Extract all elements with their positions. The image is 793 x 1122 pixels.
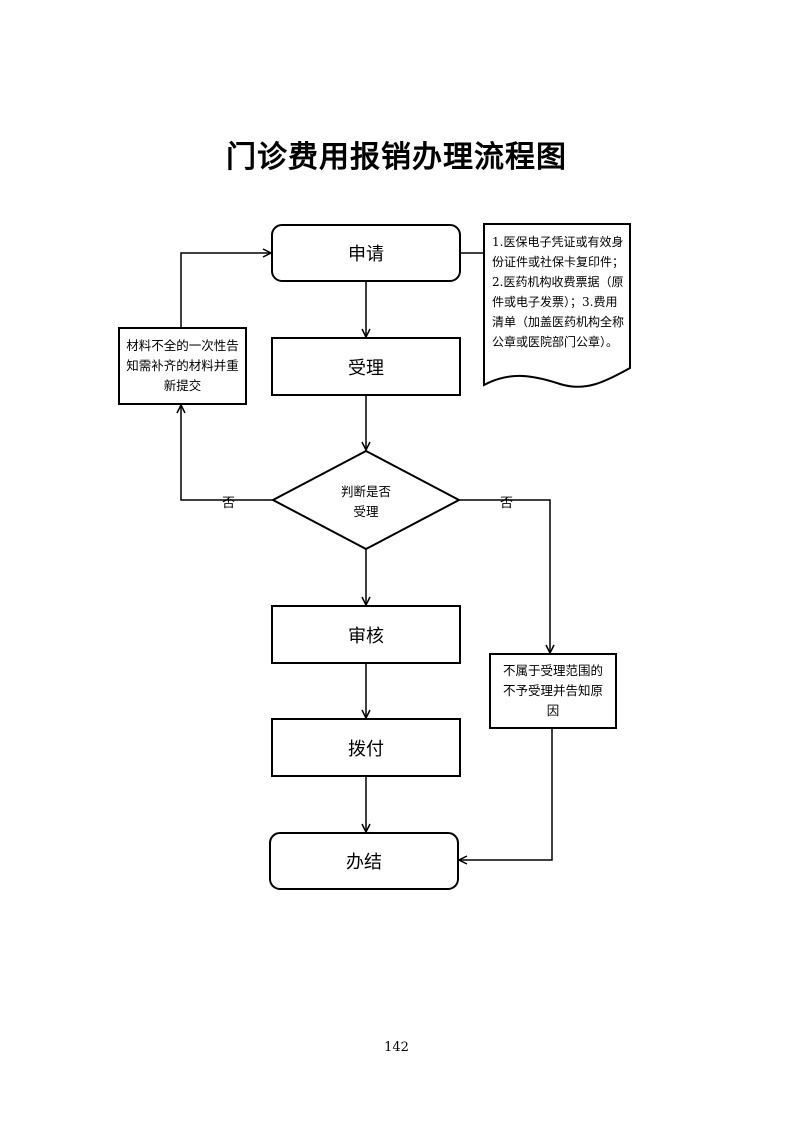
pay-label: 拨付 (348, 738, 384, 760)
arrow-decision-supplement (181, 405, 273, 501)
label-no-left: 否 (222, 496, 236, 511)
accept-label: 受理 (348, 357, 384, 379)
arrow-decision-reject (459, 499, 550, 653)
supplement-label: 材料不全的一次性告知需补齐的材料并重新提交 (126, 338, 239, 393)
apply-label: 申请 (348, 244, 384, 265)
page-title: 门诊费用报销办理流程图 (226, 140, 567, 175)
arrow-supplement-apply (180, 253, 271, 328)
arrow-reject-finish (459, 728, 553, 860)
review-label: 审核 (348, 625, 384, 647)
materials-document (483, 223, 631, 388)
finish-label: 办结 (346, 852, 382, 873)
decision-label: 判断是否受理 (340, 484, 391, 519)
page-number: 142 (384, 1040, 409, 1055)
reject-node (489, 653, 617, 729)
materials-note: 1.医保电子凭证或有效身份证件或社保卡复印件；2.医药机构收费票据（原件或电子发… (492, 235, 625, 349)
reject-label: 不属于受理范围的不予受理并告知原因 (502, 663, 603, 718)
label-no-right: 否 (500, 496, 514, 511)
